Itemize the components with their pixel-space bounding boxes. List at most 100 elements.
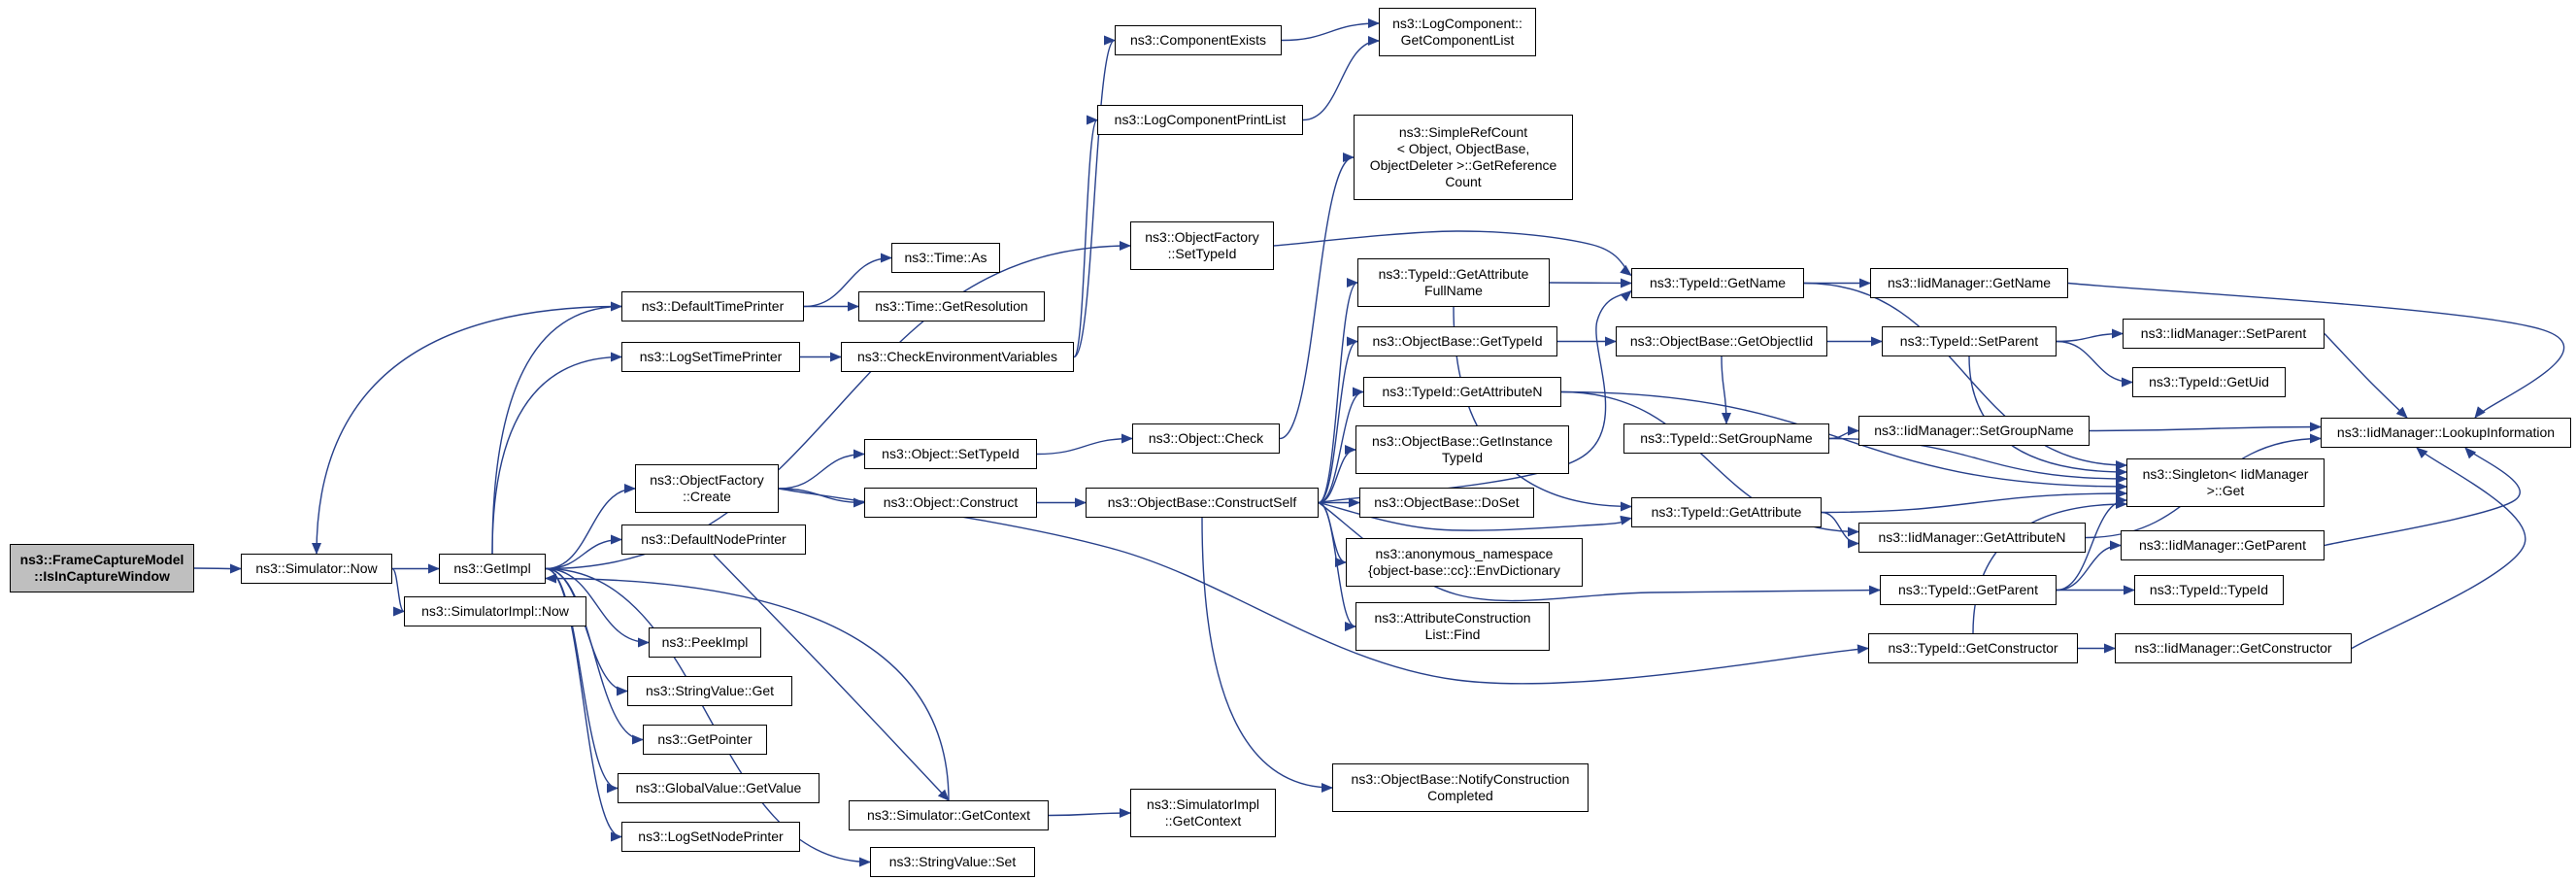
graph-node-objConstruct[interactable]: ns3::Object::Construct <box>864 488 1037 518</box>
graph-node-getPointer[interactable]: ns3::GetPointer <box>643 725 767 755</box>
graph-node-stringValueSet[interactable]: ns3::StringValue::Set <box>870 847 1035 877</box>
graph-node-label: ns3::TypeId::TypeId <box>2149 582 2269 597</box>
graph-node-label: ns3::Time::GetResolution <box>875 298 1028 314</box>
graph-node-typeIdGetUid[interactable]: ns3::TypeId::GetUid <box>2132 367 2286 397</box>
call-edge-componentExists--getComponentList <box>1281 18 1380 42</box>
call-edge-getImpl--defaultNodePrinter <box>545 534 622 570</box>
call-edge-iidSetGroupName--lookupInformation <box>2089 422 2322 432</box>
graph-node-label: ns3::TypeId::GetUid <box>2149 374 2269 389</box>
call-edge-typeIdGetAttributeN--singletonGet <box>1560 390 2127 491</box>
call-edge-getObjectIid--typeIdSetGroupName <box>1721 355 1731 424</box>
graph-node-label: ns3::TypeId::GetParent <box>1898 582 2038 597</box>
graph-node-globalGetValue[interactable]: ns3::GlobalValue::GetValue <box>618 773 820 803</box>
graph-node-label: ns3::Object::Check <box>1148 430 1264 446</box>
call-edge-simGetContext--simImplGetContext <box>1048 808 1131 819</box>
graph-node-typeIdTypeId[interactable]: ns3::TypeId::TypeId <box>2134 575 2284 605</box>
call-edge-iidSetParent--lookupInformation <box>2324 333 2408 419</box>
graph-node-notifyConstruction[interactable]: ns3::ObjectBase::NotifyConstruction Comp… <box>1332 763 1589 812</box>
graph-node-getInstanceTypeId[interactable]: ns3::ObjectBase::GetInstance TypeId <box>1355 425 1569 474</box>
graph-node-simGetContext[interactable]: ns3::Simulator::GetContext <box>849 800 1049 830</box>
graph-node-attrFind[interactable]: ns3::AttributeConstruction List::Find <box>1355 602 1550 651</box>
call-edge-getImpl--getPointer <box>545 567 644 745</box>
graph-node-defaultNodePrinter[interactable]: ns3::DefaultNodePrinter <box>621 525 806 555</box>
graph-node-label: ns3::LogSetTimePrinter <box>639 349 783 364</box>
graph-node-componentExists[interactable]: ns3::ComponentExists <box>1115 25 1282 55</box>
call-edge-frameCapture--simNow <box>193 563 242 574</box>
graph-node-iidGetConstructor[interactable]: ns3::IidManager::GetConstructor <box>2115 633 2352 663</box>
call-edge-defaultTimePrinter--timeAs <box>803 253 892 308</box>
graph-node-label: ns3::TypeId::GetAttribute <box>1651 504 1802 520</box>
graph-node-label: ns3::ObjectBase::NotifyConstruction Comp… <box>1351 771 1570 803</box>
graph-node-simImplGetContext[interactable]: ns3::SimulatorImpl ::GetContext <box>1130 789 1276 837</box>
graph-node-envDictionary[interactable]: ns3::anonymous_namespace {object-base::c… <box>1346 538 1583 587</box>
graph-node-getRefCount[interactable]: ns3::SimpleRefCount < Object, ObjectBase… <box>1354 115 1573 200</box>
graph-node-iidGetAttributeN[interactable]: ns3::IidManager::GetAttributeN <box>1858 523 2086 553</box>
graph-node-getAttrFullName[interactable]: ns3::TypeId::GetAttribute FullName <box>1357 258 1550 307</box>
graph-node-label: ns3::DefaultTimePrinter <box>641 298 785 314</box>
call-edge-simNow--simImplNow <box>391 567 405 617</box>
graph-node-constructSelf[interactable]: ns3::ObjectBase::ConstructSelf <box>1086 488 1319 518</box>
graph-node-timeAs[interactable]: ns3::Time::As <box>891 243 1000 273</box>
graph-node-label: ns3::IidManager::GetConstructor <box>2134 640 2332 656</box>
graph-node-timeGetResolution[interactable]: ns3::Time::GetResolution <box>858 291 1045 322</box>
graph-node-simNow[interactable]: ns3::Simulator::Now <box>241 554 392 584</box>
graph-node-lookupInformation[interactable]: ns3::IidManager::LookupInformation <box>2321 418 2571 448</box>
graph-node-typeIdGetConstructor[interactable]: ns3::TypeId::GetConstructor <box>1868 633 2078 663</box>
graph-node-label: ns3::TypeId::GetConstructor <box>1888 640 2058 656</box>
graph-node-getObjectIid[interactable]: ns3::ObjectBase::GetObjectIid <box>1616 326 1827 356</box>
graph-node-objCheck[interactable]: ns3::Object::Check <box>1132 423 1280 454</box>
graph-node-singletonGet[interactable]: ns3::Singleton< IidManager >::Get <box>2126 458 2325 507</box>
graph-node-label: ns3::IidManager::SetGroupName <box>1874 423 2074 438</box>
graph-node-objFactoryCreate[interactable]: ns3::ObjectFactory ::Create <box>635 464 779 513</box>
graph-node-defaultTimePrinter[interactable]: ns3::DefaultTimePrinter <box>621 291 804 322</box>
graph-node-logSetTimePrinter[interactable]: ns3::LogSetTimePrinter <box>621 342 800 372</box>
graph-node-iidSetParent[interactable]: ns3::IidManager::SetParent <box>2123 319 2325 349</box>
graph-node-label: ns3::SimulatorImpl::Now <box>421 603 569 619</box>
graph-node-typeIdGetName[interactable]: ns3::TypeId::GetName <box>1631 268 1804 298</box>
graph-node-checkEnv[interactable]: ns3::CheckEnvironmentVariables <box>841 342 1074 372</box>
graph-node-label: ns3::ObjectBase::GetObjectIid <box>1629 333 1814 349</box>
graph-node-label: ns3::FrameCaptureModel ::IsInCaptureWind… <box>19 552 184 584</box>
graph-node-label: ns3::SimulatorImpl ::GetContext <box>1147 796 1259 829</box>
graph-node-logSetNodePrinter[interactable]: ns3::LogSetNodePrinter <box>621 822 800 852</box>
graph-node-label: ns3::IidManager::GetName <box>1887 275 2052 290</box>
graph-node-label: ns3::ComponentExists <box>1129 32 1267 48</box>
graph-node-doSet[interactable]: ns3::ObjectBase::DoSet <box>1359 488 1534 518</box>
graph-node-label: ns3::Object::SetTypeId <box>882 446 1020 461</box>
call-edge-getImpl--peekImpl <box>545 567 650 648</box>
graph-node-simImplNow[interactable]: ns3::SimulatorImpl::Now <box>404 596 586 626</box>
graph-node-typeIdSetParent[interactable]: ns3::TypeId::SetParent <box>1882 326 2057 356</box>
graph-node-getComponentList[interactable]: ns3::LogComponent:: GetComponentList <box>1379 8 1536 56</box>
graph-node-typeIdGetParent[interactable]: ns3::TypeId::GetParent <box>1880 575 2057 605</box>
graph-node-objFactorySetTypeId[interactable]: ns3::ObjectFactory ::SetTypeId <box>1130 221 1274 270</box>
call-edge-constructSelf--objBaseGetTypeId <box>1318 336 1358 504</box>
graph-node-objBaseGetTypeId[interactable]: ns3::ObjectBase::GetTypeId <box>1357 326 1557 356</box>
call-edge-getAttrFullName--typeIdGetName <box>1549 278 1632 288</box>
graph-node-iidSetGroupName[interactable]: ns3::IidManager::SetGroupName <box>1858 416 2090 446</box>
graph-node-objSetTypeId[interactable]: ns3::Object::SetTypeId <box>864 439 1037 469</box>
call-edge-typeIdGetName--singletonGet <box>1803 282 2127 470</box>
graph-node-iidGetName[interactable]: ns3::IidManager::GetName <box>1870 268 2068 298</box>
graph-node-label: ns3::IidManager::LookupInformation <box>2336 424 2556 440</box>
graph-node-label: ns3::Simulator::GetContext <box>866 807 1031 823</box>
call-edge-checkEnv--componentExists <box>1073 35 1116 358</box>
graph-node-peekImpl[interactable]: ns3::PeekImpl <box>649 627 761 658</box>
graph-node-typeIdSetGroupName[interactable]: ns3::TypeId::SetGroupName <box>1623 423 1829 454</box>
graph-node-logComponentPrintList[interactable]: ns3::LogComponentPrintList <box>1097 105 1303 135</box>
graph-node-stringValueGet[interactable]: ns3::StringValue::Get <box>627 676 792 706</box>
graph-node-typeIdGetAttributeN[interactable]: ns3::TypeId::GetAttributeN <box>1363 377 1561 407</box>
call-edge-checkEnv--logComponentPrintList <box>1073 115 1098 358</box>
graph-node-label: ns3::StringValue::Set <box>888 854 1017 869</box>
graph-node-label: ns3::TypeId::SetGroupName <box>1640 430 1813 446</box>
graph-node-label: ns3::ObjectBase::GetTypeId <box>1372 333 1543 349</box>
graph-node-label: ns3::LogComponentPrintList <box>1114 112 1287 127</box>
call-edge-constructSelf--getAttrFullName <box>1318 278 1358 504</box>
graph-node-getImpl[interactable]: ns3::GetImpl <box>439 554 546 584</box>
call-edge-typeIdSetParent--iidSetParent <box>2056 328 2124 343</box>
graph-node-label: ns3::TypeId::SetParent <box>1899 333 2039 349</box>
call-edge-objFactorySetTypeId--typeIdGetName <box>1273 230 1632 277</box>
graph-node-typeIdGetAttribute[interactable]: ns3::TypeId::GetAttribute <box>1631 497 1822 527</box>
graph-node-iidGetParent[interactable]: ns3::IidManager::GetParent <box>2121 530 2325 560</box>
